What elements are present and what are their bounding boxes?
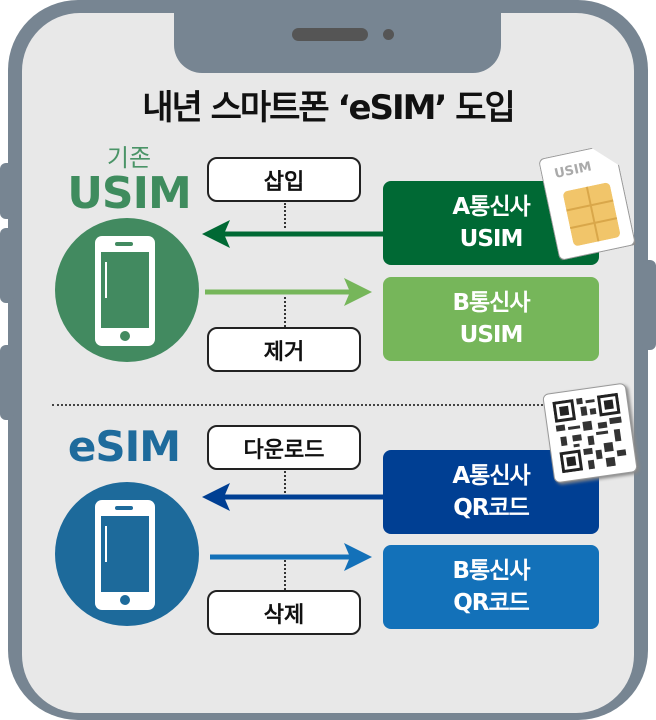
arrow-left-icon [202, 220, 385, 248]
download-label: 다운로드 [207, 425, 361, 470]
card-line2: USIM [459, 226, 524, 252]
card-line2: QR코드 [453, 590, 530, 616]
delete-label: 삭제 [207, 590, 361, 635]
usim-phone-circle [55, 218, 199, 362]
esim-arrows [202, 483, 385, 571]
card-line2: USIM [459, 322, 524, 348]
page-title: 내년 스마트폰 ‘eSIM’ 도입 [142, 88, 516, 128]
phone-side-button [642, 260, 656, 350]
insert-label: 삽입 [207, 157, 361, 202]
dotted-connector [284, 297, 286, 327]
phone-side-button [0, 228, 14, 303]
card-line1: B통신사 [452, 558, 530, 584]
dotted-connector [284, 560, 286, 590]
section-divider [52, 404, 547, 406]
card-line2: QR코드 [453, 495, 530, 521]
qr-code-icon [542, 382, 638, 484]
usim-arrows [202, 220, 385, 306]
usim-heading: USIM [67, 168, 192, 219]
carrier-b-usim-card: B통신사 USIM [383, 277, 599, 361]
esim-phone-circle [55, 482, 199, 626]
arrow-left-icon [202, 483, 385, 511]
carrier-b-qr-card: B통신사 QR코드 [383, 545, 599, 629]
speaker-icon [292, 28, 368, 41]
card-line1: B통신사 [452, 290, 530, 316]
smartphone-icon [95, 236, 155, 346]
esim-heading: eSIM [67, 422, 181, 471]
phone-side-button [0, 345, 14, 420]
card-line1: A통신사 [452, 194, 530, 220]
remove-label: 제거 [207, 327, 361, 372]
arrow-right-icon [205, 278, 372, 306]
sim-chip [562, 182, 621, 247]
arrow-right-icon [210, 543, 372, 571]
dotted-connector [284, 203, 286, 228]
smartphone-icon [95, 500, 155, 610]
dotted-connector [284, 471, 286, 493]
usim-caption: 기존 [106, 144, 152, 172]
sim-card-text: USIM [553, 159, 594, 182]
card-line1: A통신사 [452, 463, 530, 489]
camera-icon [383, 29, 394, 40]
phone-side-button [0, 163, 14, 219]
